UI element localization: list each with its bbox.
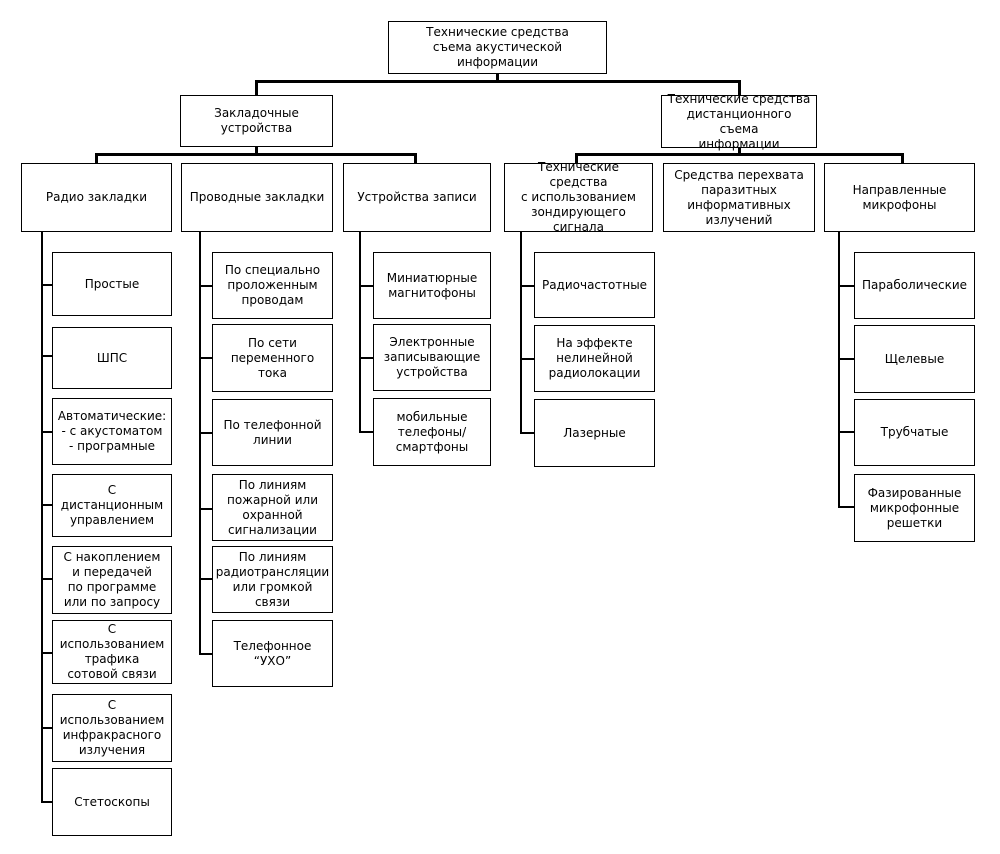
radio-bookmarks-node: Радио закладки	[21, 163, 172, 232]
microphones-item-parabolic: Параболические	[854, 252, 975, 319]
probing-tick	[520, 358, 535, 360]
radio-spine	[41, 232, 43, 802]
recording-item-electronic: Электронные записывающие устройства	[373, 324, 491, 391]
radio-item-remote-control: С дистанционным управлением	[52, 474, 172, 537]
microphones-item-tubular: Трубчатые	[854, 399, 975, 466]
root-node: Технические средства съема акустической …	[388, 21, 607, 74]
remote-branch-node: Технические средства дистанционного съем…	[661, 92, 817, 151]
radio-item-sps: ШПС	[52, 327, 172, 389]
bookmarks-branch-node: Закладочные устройства	[180, 95, 333, 147]
microphones-item-phased-array: Фазированные микрофонные решетки	[854, 474, 975, 542]
microphones-tick	[838, 285, 855, 287]
recording-devices-node: Устройства записи	[343, 163, 491, 232]
connector-bookmarks-bar	[95, 153, 417, 156]
probing-item-laser: Лазерные	[534, 399, 655, 467]
recording-item-tape: Миниатюрные магнитофоны	[373, 252, 491, 319]
wired-item-phone-line: По телефонной линии	[212, 399, 333, 466]
recording-item-phones: мобильные телефоны/ смартфоны	[373, 398, 491, 466]
recording-tick	[359, 431, 374, 433]
probing-spine	[520, 232, 522, 433]
recording-spine	[359, 232, 361, 432]
radio-tick	[41, 727, 52, 729]
connector-remote-down	[738, 148, 741, 155]
wired-item-ac-network: По сети переменного тока	[212, 324, 333, 392]
emissions-intercept-node: Средства перехвата паразитных информатив…	[663, 163, 815, 232]
connector-remote-up	[738, 80, 741, 95]
radio-tick	[41, 355, 52, 357]
wired-tick	[199, 357, 213, 359]
radio-tick	[41, 652, 52, 654]
connector-root-down	[496, 73, 499, 82]
connector-remote-bar	[575, 153, 904, 156]
radio-item-stethoscopes: Стетоскопы	[52, 768, 172, 836]
wired-item-broadcast-lines: По линиям радиотрансляции или громкой св…	[212, 546, 333, 613]
connector-bookmarks-down	[255, 147, 258, 155]
connector-microphones-up	[901, 153, 904, 163]
radio-item-accumulation: С накоплением и передачей по программе и…	[52, 546, 172, 614]
radio-item-infrared: С использованием инфракрасного излучения	[52, 694, 172, 762]
recording-tick	[359, 285, 374, 287]
connector-radio-up	[95, 153, 98, 163]
connector-recording-up	[414, 153, 417, 163]
directional-microphones-node: Направленные микрофоны	[824, 163, 975, 232]
wired-item-phone-ear: Телефонное “УХО”	[212, 620, 333, 687]
connector-bookmarks-up	[255, 80, 258, 95]
wired-tick	[199, 508, 213, 510]
radio-tick	[41, 431, 52, 433]
wired-tick	[199, 285, 213, 287]
probing-item-radiofrequency: Радиочастотные	[534, 252, 655, 318]
microphones-item-slot: Щелевые	[854, 325, 975, 393]
connector-probing-up	[575, 153, 578, 163]
radio-tick	[41, 504, 52, 506]
wired-item-dedicated: По специально проложенным проводам	[212, 252, 333, 319]
wired-tick	[199, 432, 213, 434]
wired-tick	[199, 578, 213, 580]
connector-level1-bar	[256, 80, 741, 83]
recording-tick	[359, 357, 374, 359]
microphones-spine	[838, 232, 840, 506]
radio-item-automatic: Автоматические: - с акустоматом - програ…	[52, 398, 172, 465]
radio-tick	[41, 578, 52, 580]
probing-tick	[520, 285, 535, 287]
radio-item-simple: Простые	[52, 252, 172, 316]
wired-item-alarm-lines: По линиям пожарной или охранной сигнализ…	[212, 474, 333, 541]
microphones-tick	[838, 506, 855, 508]
radio-tick	[41, 801, 52, 803]
wired-tick	[199, 653, 213, 655]
wired-bookmarks-node: Проводные закладки	[181, 163, 333, 232]
radio-item-cellular: С использованием трафика сотовой связи	[52, 620, 172, 684]
probing-tick	[520, 432, 535, 434]
radio-tick	[41, 284, 52, 286]
microphones-tick	[838, 358, 855, 360]
probing-signal-node: Технические средства с использованием зо…	[504, 160, 653, 234]
wired-spine	[199, 232, 201, 654]
probing-item-nonlinear: На эффекте нелинейной радиолокации	[534, 325, 655, 392]
microphones-tick	[838, 431, 855, 433]
